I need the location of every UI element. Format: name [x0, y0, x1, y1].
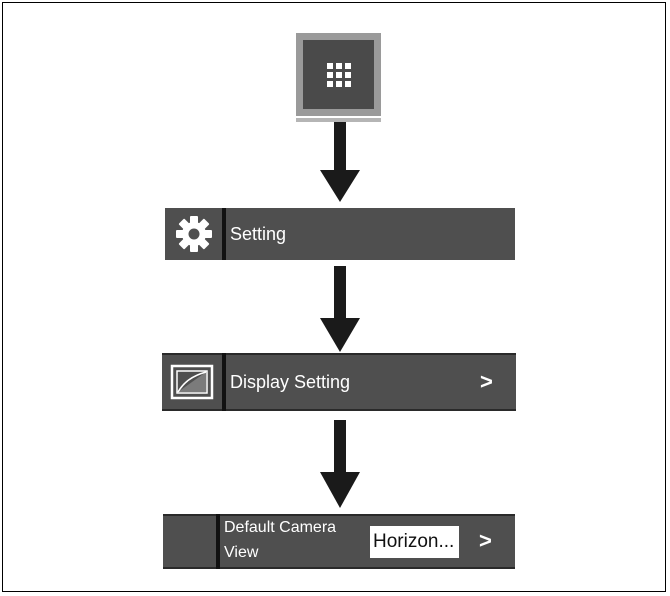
- camera-view-separator: [216, 514, 220, 569]
- gear-icon: [175, 216, 212, 252]
- display-setting-top-edge: [162, 353, 516, 355]
- camera-view-label-line2: View: [224, 544, 259, 561]
- display-setting-menu-item[interactable]: Display Setting >: [162, 353, 516, 411]
- display-setting-separator: [222, 353, 226, 411]
- camera-view-label-line1: Default Camera: [224, 519, 337, 536]
- default-camera-view-menu-item[interactable]: Default Camera View Horizon... >: [163, 514, 515, 569]
- flow-arrow-3: [320, 420, 360, 508]
- grid-apps-icon: [327, 63, 351, 87]
- setting-icon-cell: [165, 208, 222, 260]
- display-setting-label: Display Setting: [230, 372, 351, 392]
- camera-view-value[interactable]: Horizon...: [370, 526, 459, 558]
- camera-view-bottom-edge: [163, 567, 515, 569]
- flow-arrow-1: [320, 122, 360, 202]
- setting-label: Setting: [230, 224, 287, 244]
- setting-separator: [222, 208, 226, 260]
- camera-view-top-edge: [163, 514, 515, 516]
- chevron-right-icon: >: [479, 528, 492, 553]
- setting-menu-item[interactable]: Setting: [165, 208, 515, 260]
- display-setting-icon-cell: [162, 353, 222, 411]
- flow-arrow-2: [320, 266, 360, 352]
- apps-button-face: [303, 40, 374, 109]
- apps-button[interactable]: [296, 33, 381, 122]
- display-screen-icon: [170, 364, 214, 400]
- apps-button-underline: [296, 118, 381, 122]
- display-setting-bottom-edge: [162, 409, 516, 411]
- camera-view-icon-cell: [163, 514, 216, 569]
- chevron-right-icon: >: [480, 369, 493, 394]
- camera-view-value-text: Horizon...: [373, 531, 455, 552]
